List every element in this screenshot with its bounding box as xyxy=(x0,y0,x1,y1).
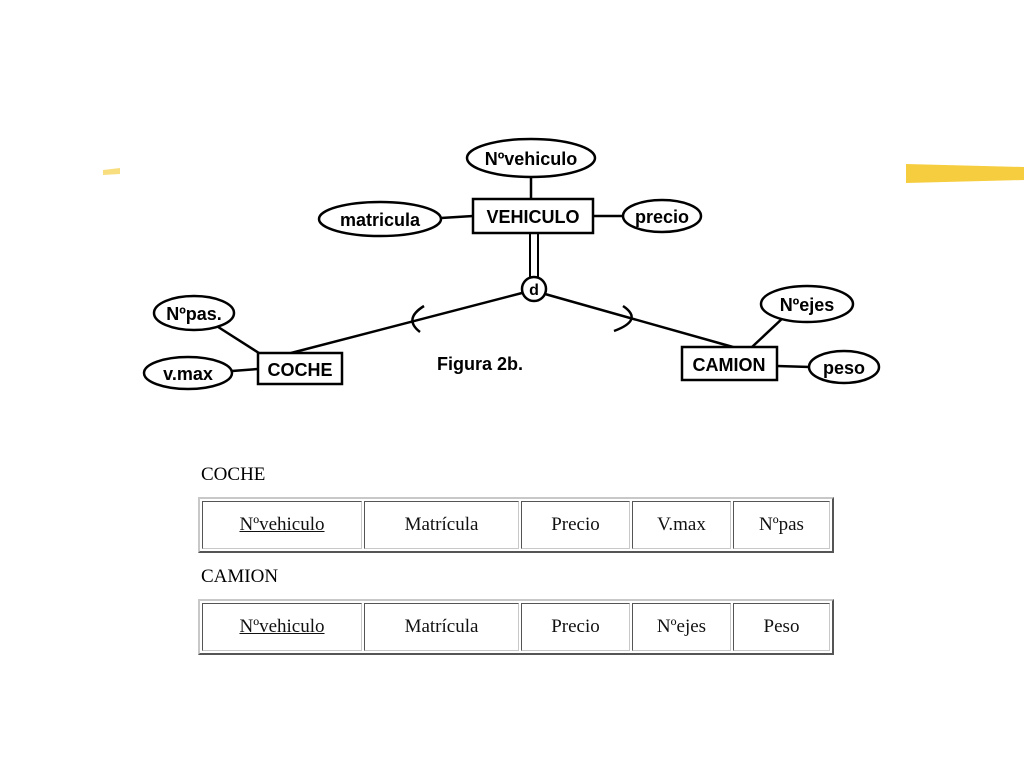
entity-camion: CAMION xyxy=(693,355,766,375)
figure-caption: Figura 2b. xyxy=(437,354,523,374)
attribute-matricula: matricula xyxy=(340,210,421,230)
entity-vehiculo: VEHICULO xyxy=(486,207,579,227)
column-vmax: V.max xyxy=(632,501,731,549)
column-precio: Precio xyxy=(521,501,630,549)
attribute-ellipse-nvehiculo xyxy=(465,137,597,179)
subclass-line-coche xyxy=(290,291,523,355)
entity-box-vehiculo xyxy=(471,197,595,235)
connector-vmax xyxy=(231,367,259,373)
attribute-ellipse-matricula xyxy=(317,200,443,238)
column-nvehiculo-pk: Nºvehiculo xyxy=(202,501,362,549)
attribute-vmax: v.max xyxy=(163,364,213,384)
column-nvehiculo-pk: Nºvehiculo xyxy=(202,603,362,651)
connector-peso xyxy=(776,364,811,369)
yellow-highlight-mark xyxy=(103,168,120,175)
subset-symbol-camion xyxy=(613,304,633,333)
attribute-ellipse-peso xyxy=(807,349,881,385)
disjoint-circle xyxy=(520,275,548,303)
column-matricula: Matrícula xyxy=(364,501,519,549)
table-row: Nºvehiculo Matrícula Precio Nºejes Peso xyxy=(202,603,830,651)
relation-table-coche: Nºvehiculo Matrícula Precio V.max Nºpas xyxy=(198,497,834,553)
column-peso: Peso xyxy=(733,603,830,651)
relation-table-camion: Nºvehiculo Matrícula Precio Nºejes Peso xyxy=(198,599,834,655)
attribute-npas: Nºpas. xyxy=(166,304,222,324)
relation-title-coche: COCHE xyxy=(201,464,266,485)
attribute-ellipse-vmax xyxy=(142,355,234,391)
column-precio: Precio xyxy=(521,603,630,651)
column-matricula: Matrícula xyxy=(364,603,519,651)
connector-nejes xyxy=(751,315,786,348)
table-row: Nºvehiculo Matrícula Precio V.max Nºpas xyxy=(202,501,830,549)
entity-box-camion xyxy=(680,345,779,382)
attribute-precio: precio xyxy=(635,207,689,227)
column-npas: Nºpas xyxy=(733,501,830,549)
attribute-ellipse-npas xyxy=(152,294,236,332)
relation-title-camion: CAMION xyxy=(201,566,279,587)
attribute-peso: peso xyxy=(823,358,865,378)
column-nejes: Nºejes xyxy=(632,603,731,651)
entity-box-coche xyxy=(256,351,344,386)
attribute-ellipse-nejes xyxy=(759,284,855,324)
subset-symbol-coche xyxy=(411,304,425,333)
disjoint-label: d xyxy=(529,282,539,299)
attribute-nejes: Nºejes xyxy=(780,295,835,315)
connector-matricula xyxy=(440,214,474,220)
entity-coche: COCHE xyxy=(267,360,332,380)
connector-npas xyxy=(214,323,263,357)
attribute-nvehiculo: Nºvehiculo xyxy=(485,149,578,169)
attribute-ellipse-precio xyxy=(621,198,703,234)
yellow-highlight-bar xyxy=(906,164,1024,183)
subclass-line-camion xyxy=(544,292,734,349)
